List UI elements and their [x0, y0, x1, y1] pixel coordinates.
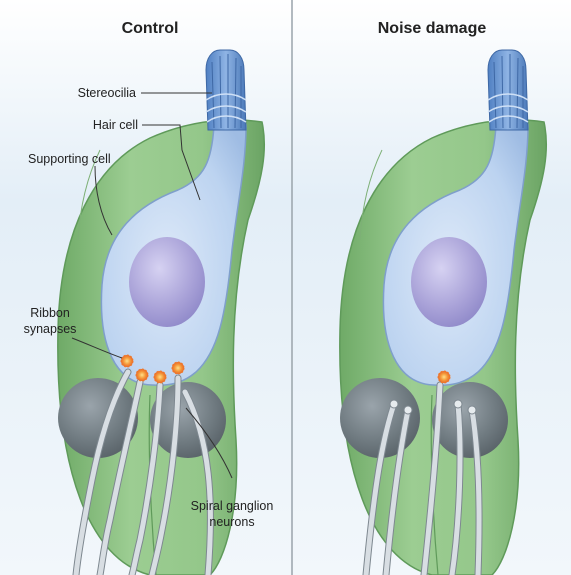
damage-ribbon-synapse	[438, 371, 450, 383]
label-spiral-line1: Spiral ganglion	[191, 499, 274, 513]
label-spiral-line2: neurons	[209, 515, 254, 529]
label-stereocilia: Stereocilia	[78, 86, 136, 100]
panel-title-control: Control	[122, 20, 179, 37]
panel-title-noise-damage: Noise damage	[378, 20, 487, 37]
label-ribbon-line1: Ribbon	[30, 306, 70, 320]
label-ribbon-line2: synapses	[24, 322, 77, 336]
label-hair-cell: Hair cell	[93, 118, 138, 132]
label-supporting-cell: Supporting cell	[28, 152, 111, 166]
